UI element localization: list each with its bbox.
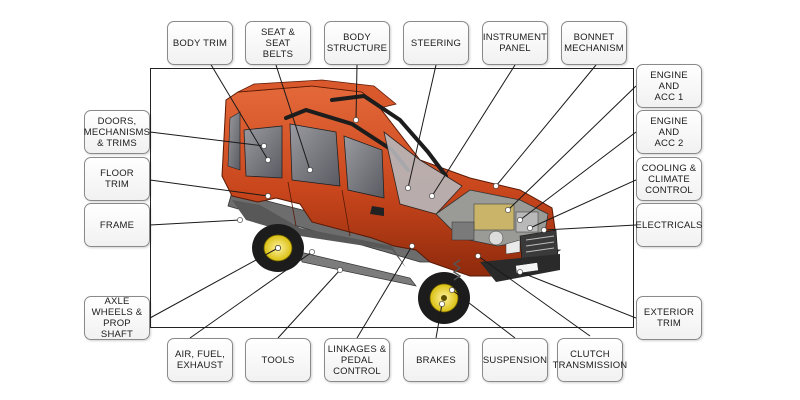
label-air-fuel-exhaust[interactable]: AIR, FUEL, EXHAUST xyxy=(167,338,233,382)
leader-floor-trim xyxy=(149,179,269,197)
leader-seat-belts xyxy=(275,64,311,171)
underbody xyxy=(232,200,406,268)
label-instrument-panel[interactable]: INSTRUMENT PANEL xyxy=(482,21,548,65)
label-bonnet-mechanism[interactable]: BONNET MECHANISM xyxy=(561,21,627,65)
middle-window xyxy=(289,123,341,187)
leader-engine-acc2 xyxy=(519,131,637,221)
leader-instrument-panel xyxy=(431,64,516,197)
pointer-dots xyxy=(237,117,547,307)
mirror xyxy=(370,206,384,216)
front-door-window xyxy=(343,135,385,199)
side-step xyxy=(299,251,417,287)
engine-part-a xyxy=(451,221,475,241)
leader-tools xyxy=(277,269,341,339)
leader-brakes xyxy=(435,303,443,339)
suv-car-drawing xyxy=(221,79,562,324)
label-floor-trim[interactable]: FLOOR TRIM xyxy=(84,157,150,201)
label-brakes[interactable]: BRAKES xyxy=(403,338,469,382)
label-axle-wheels[interactable]: AXLE WHEELS & PROP SHAFT xyxy=(84,296,150,340)
label-engine-acc2[interactable]: ENGINE AND ACC 2 xyxy=(636,110,702,154)
leader-body-trim xyxy=(209,62,269,161)
leader-body-structure xyxy=(355,64,358,121)
label-body-trim[interactable]: BODY TRIM xyxy=(167,21,233,65)
label-linkages-pedal[interactable]: LINKAGES & PEDAL CONTROL xyxy=(324,338,390,382)
leader-doors-mechanisms xyxy=(149,131,265,147)
label-engine-acc1[interactable]: ENGINE AND ACC 1 xyxy=(636,64,702,108)
headlamp xyxy=(505,239,521,255)
leader-steering xyxy=(407,64,437,189)
leader-air-fuel-exhaust xyxy=(189,251,313,339)
roof-rail-back xyxy=(330,93,448,178)
label-exterior-trim[interactable]: EXTERIOR TRIM xyxy=(636,296,702,340)
label-clutch-transmission[interactable]: CLUTCH TRANSMISSION xyxy=(553,338,627,382)
leader-frame xyxy=(149,219,241,226)
leader-lines xyxy=(149,62,637,339)
leader-linkages-pedal xyxy=(356,245,413,339)
engine-fan xyxy=(488,230,504,246)
leader-cooling-climate xyxy=(529,179,637,229)
door-line-2 xyxy=(341,189,351,237)
windscreen xyxy=(383,131,463,215)
leader-exterior-trim xyxy=(519,271,637,319)
label-suspension[interactable]: SUSPENSION xyxy=(482,338,548,382)
label-steering[interactable]: STEERING xyxy=(403,21,469,65)
label-seat-belts[interactable]: SEAT & SEAT BELTS xyxy=(245,21,311,65)
door-line-1 xyxy=(287,181,297,227)
grille-bars xyxy=(525,235,555,253)
label-doors-mechanisms[interactable]: DOORS, MECHANISMS & TRIMS xyxy=(84,110,150,154)
label-electricals[interactable]: ELECTRICALS xyxy=(635,203,702,247)
leader-clutch-transmission xyxy=(477,255,591,337)
leader-suspension xyxy=(451,289,516,339)
suspension-spring xyxy=(452,259,462,281)
label-tools[interactable]: TOOLS xyxy=(245,338,311,382)
leader-engine-acc1 xyxy=(507,85,637,211)
label-frame[interactable]: FRAME xyxy=(84,203,150,247)
c-pillar-window xyxy=(227,111,241,171)
label-body-structure[interactable]: BODY STRUCTURE xyxy=(324,21,390,65)
leader-axle-wheels xyxy=(149,247,279,319)
leader-electricals xyxy=(543,224,637,231)
label-cooling-climate[interactable]: COOLING & CLIMATE CONTROL xyxy=(636,157,702,201)
leader-bonnet-mechanism xyxy=(495,64,597,187)
